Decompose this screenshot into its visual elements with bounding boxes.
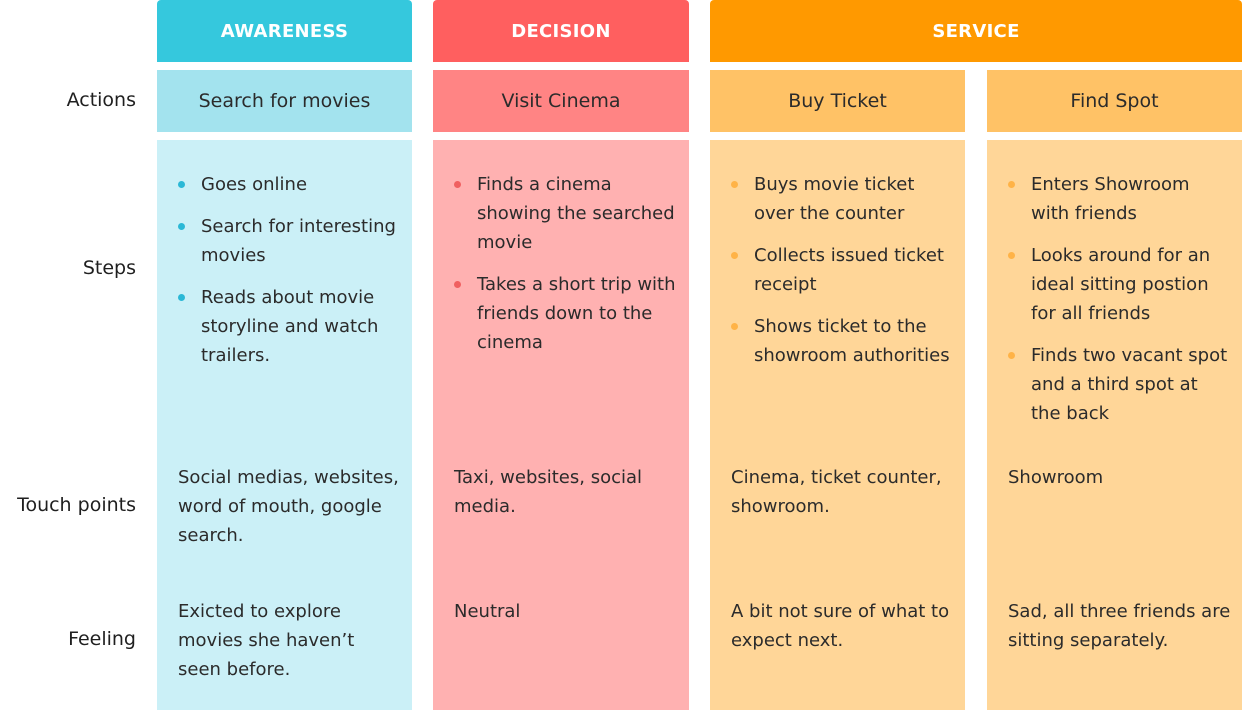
feeling-text: Neutral [454, 601, 521, 622]
row-label-steps: Steps [82, 257, 136, 279]
steps-list: Finds a cinema showing the searched movi… [433, 170, 689, 370]
touch-points-text: Showroom [1008, 467, 1104, 488]
column-decision: Finds a cinema showing the searched movi… [433, 140, 689, 710]
action-cell-find-spot: Find Spot [987, 70, 1242, 132]
step-item: Search for interesting movies [178, 212, 400, 270]
bullet-icon [731, 252, 738, 259]
touch-points-text: Cinema, ticket counter, showroom. [731, 467, 942, 517]
action-cell-visit-cinema: Visit Cinema [433, 70, 689, 132]
column-find-spot: Enters Showroom with friends Looks aroun… [987, 140, 1242, 710]
row-label-touch-points: Touch points [17, 494, 136, 516]
step-item: Finds two vacant spot and a third spot a… [1008, 341, 1230, 428]
action-cell-buy-ticket: Buy Ticket [710, 70, 965, 132]
phase-header-service: SERVICE [710, 0, 1242, 62]
steps-list: Enters Showroom with friends Looks aroun… [987, 170, 1242, 441]
step-item: Goes online [178, 170, 400, 199]
feeling-text: Exicted to explore movies she haven’t se… [178, 601, 355, 680]
action-cell-search-for-movies: Search for movies [157, 70, 412, 132]
bullet-icon [731, 323, 738, 330]
bullet-icon [454, 281, 461, 288]
step-item: Shows ticket to the showroom authorities [731, 312, 953, 370]
bullet-icon [178, 223, 185, 230]
row-label-feeling: Feeling [68, 628, 136, 650]
step-item: Finds a cinema showing the searched movi… [454, 170, 677, 257]
bullet-icon [1008, 252, 1015, 259]
step-item: Enters Showroom with friends [1008, 170, 1230, 228]
bullet-icon [1008, 352, 1015, 359]
bullet-icon [178, 181, 185, 188]
row-label-actions: Actions [66, 89, 136, 111]
column-awareness: Goes online Search for interesting movie… [157, 140, 412, 710]
step-item: Looks around for an ideal sitting postio… [1008, 241, 1230, 328]
bullet-icon [178, 294, 185, 301]
phase-header-awareness: AWARENESS [157, 0, 412, 62]
column-buy-ticket: Buys movie ticket over the counter Colle… [710, 140, 965, 710]
step-item: Buys movie ticket over the counter [731, 170, 953, 228]
step-item: Reads about movie storyline and watch tr… [178, 283, 400, 370]
bullet-icon [731, 181, 738, 188]
feeling-text: A bit not sure of what to expect next. [731, 601, 950, 651]
steps-list: Goes online Search for interesting movie… [157, 170, 412, 383]
bullet-icon [454, 181, 461, 188]
bullet-icon [1008, 181, 1015, 188]
touch-points-text: Social medias, websites, word of mouth, … [178, 467, 399, 546]
step-item: Takes a short trip with friends down to … [454, 270, 677, 357]
feeling-text: Sad, all three friends are sitting separ… [1008, 601, 1231, 651]
step-item: Collects issued ticket receipt [731, 241, 953, 299]
phase-header-decision: DECISION [433, 0, 689, 62]
steps-list: Buys movie ticket over the counter Colle… [710, 170, 965, 383]
touch-points-text: Taxi, websites, social media. [454, 467, 643, 517]
